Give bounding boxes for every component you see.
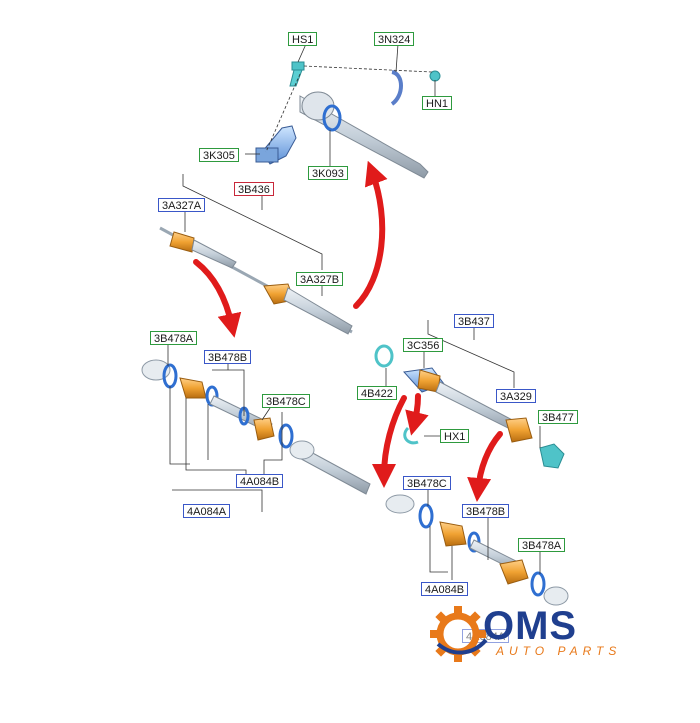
- label-3b478b-left: 3B478B: [204, 350, 252, 364]
- logo-name: OMS: [483, 604, 578, 648]
- label-4a084b-right: 4A084B: [421, 582, 469, 596]
- hs1-bolt: [289, 61, 305, 87]
- logo-tagline: AUTO PARTS: [496, 644, 622, 658]
- intermediate-shaft: [299, 91, 429, 179]
- arrow-to-hx1: [405, 393, 429, 436]
- label-3b478c-right: 3B478C: [403, 476, 451, 490]
- label-3a329: 3A329: [496, 389, 536, 403]
- label-4a084a: 4A084A: [183, 504, 231, 518]
- label-3b478b-right: 3B478B: [462, 504, 510, 518]
- bearing-bracket: [255, 125, 297, 165]
- label-3b436: 3B436: [234, 182, 274, 196]
- guide-lines-3b436: [182, 174, 323, 296]
- arrow-to-bottom-right: [467, 431, 503, 502]
- label-hn1: HN1: [422, 96, 453, 110]
- label-3a327a: 3A327A: [158, 198, 206, 212]
- label-4a084b-left: 4A084B: [236, 474, 284, 488]
- guide-lines-bottom-right: [427, 490, 541, 580]
- label-3b437: 3B437: [454, 314, 494, 328]
- label-3k093: 3K093: [308, 166, 348, 180]
- driveshaft-3b436: [159, 226, 353, 335]
- red-arrows: [193, 160, 503, 502]
- right-driveshaft-3b437: [374, 344, 565, 469]
- left-driveshaft-parts: [141, 359, 371, 495]
- label-3b478a-right: 3B478A: [518, 538, 566, 552]
- oms-logo: OMS AUTO PARTS: [428, 602, 658, 664]
- label-3b477: 3B477: [538, 410, 578, 424]
- gear-icon: [430, 606, 488, 662]
- label-3k305: 3K305: [199, 148, 239, 162]
- bottom-right-driveshaft-parts: [385, 494, 569, 606]
- label-hs1: HS1: [288, 32, 318, 46]
- 3n324-clip: [390, 70, 403, 106]
- arrow-to-bottom-left: [372, 395, 407, 488]
- label-hx1: HX1: [440, 429, 470, 443]
- arrow-to-left-shaft: [193, 259, 242, 338]
- label-3n324: 3N324: [374, 32, 415, 46]
- label-3c356: 3C356: [403, 338, 444, 352]
- label-3b478a-left: 3B478A: [150, 331, 198, 345]
- guide-lines-left: [167, 345, 283, 512]
- guide-lines-top: [245, 43, 436, 166]
- guide-lines-right: [385, 320, 541, 448]
- hn1-nut: [429, 70, 441, 82]
- label-3b478c-left: 3B478C: [262, 394, 310, 408]
- label-4b422: 4B422: [357, 386, 397, 400]
- arrow-to-intermediate-shaft: [353, 160, 388, 309]
- label-3a327b: 3A327B: [296, 272, 344, 286]
